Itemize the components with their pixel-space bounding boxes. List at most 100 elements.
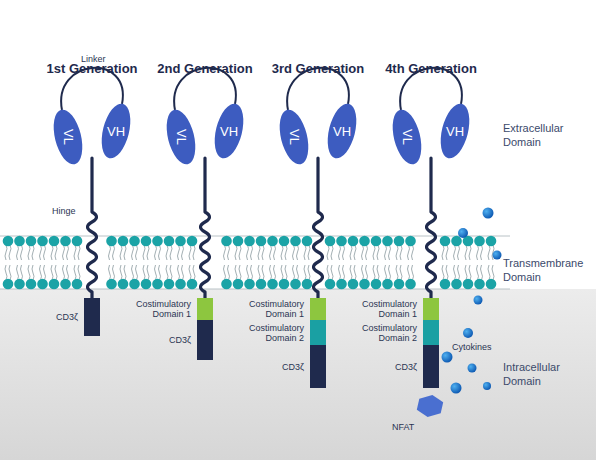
box-fill (310, 320, 326, 345)
lipid-head (474, 236, 485, 247)
box-fill (423, 345, 439, 388)
lipid-tail (362, 265, 368, 280)
lipid-tail (465, 245, 471, 260)
lipid-head (72, 236, 83, 247)
lipid-tail (258, 245, 264, 260)
domain-label: VH (220, 124, 238, 139)
hinge-stalk (88, 158, 97, 299)
oval-outline (436, 101, 475, 162)
lipid-tail (396, 265, 402, 280)
lipid-head (302, 279, 313, 290)
region-label: Intracellular Domain (503, 360, 593, 389)
signaling-domain-box: Costimulatory Domain 1 (310, 298, 326, 320)
signaling-domain-box: Costimulatory Domain 1 (423, 298, 439, 320)
signaling-domain-box: CD3ζ (84, 298, 100, 336)
lipid-head (336, 279, 347, 290)
lipid-tail (247, 245, 253, 260)
lipid-tail (304, 245, 310, 260)
lipid-head (359, 236, 370, 247)
hinge-stalks (88, 158, 436, 299)
lipid-head (279, 236, 290, 247)
lipid-head (486, 279, 497, 290)
lipid-head (486, 236, 497, 247)
lipid-tail (51, 265, 57, 280)
signaling-domain-box: Costimulatory Domain 1 (197, 298, 213, 320)
lipid-tail (270, 245, 276, 260)
lipid-tail (51, 245, 57, 260)
lipid-tail (304, 265, 310, 280)
cytokine-dot (463, 328, 473, 338)
lipid-tail (350, 245, 356, 260)
lipid-head (187, 236, 198, 247)
lipid-head (233, 236, 244, 247)
lipid-head (382, 236, 393, 247)
domain-name: Costimulatory Domain 2 (234, 322, 304, 343)
lipid-head (141, 236, 152, 247)
lipid-head (175, 279, 186, 290)
lipid-head (49, 236, 60, 247)
lipid-tail (442, 245, 448, 260)
lipid-tail (385, 265, 391, 280)
lipid-tail (373, 245, 379, 260)
lipid-tail (189, 265, 195, 280)
lipid-head (267, 236, 278, 247)
edge-label: Linker (80, 54, 107, 64)
lipid-tail (120, 265, 126, 280)
lipid-tail (396, 245, 402, 260)
lipid-head (14, 236, 25, 247)
lipid-tail (373, 265, 379, 280)
lipid-tail (166, 245, 172, 260)
domain-label: VL (400, 129, 415, 145)
domain-name: CD3ζ (8, 312, 78, 322)
lipid-tail (362, 245, 368, 260)
lipid-head (256, 236, 267, 247)
lipid-head (451, 279, 462, 290)
lipid-tail (224, 245, 230, 260)
lipid-head (290, 279, 301, 290)
region-label: Transmembrane Domain (503, 256, 593, 285)
lipid-tail (143, 265, 149, 280)
signaling-domain-box: CD3ζ (197, 320, 213, 360)
lipid-tail (408, 265, 414, 280)
lipid-head (451, 236, 462, 247)
region-label: Extracellular Domain (503, 121, 593, 150)
domain-name: CD3ζ (121, 335, 191, 345)
lipid-head (164, 279, 175, 290)
domain-name: CD3ζ (347, 361, 417, 371)
oval-outline (210, 101, 249, 162)
region-label: Cytokines (452, 342, 512, 354)
lipid-head (290, 236, 301, 247)
lipid-tail (454, 245, 460, 260)
lipid-tail (270, 265, 276, 280)
lipid-head (164, 236, 175, 247)
domain-name: NFAT (392, 422, 414, 432)
domain-name: Costimulatory Domain 2 (347, 322, 417, 343)
box-fill (197, 298, 213, 320)
node-shape (423, 345, 439, 388)
scfv-domain: VH (439, 100, 471, 162)
lipid-head (152, 279, 163, 290)
lipid-head (244, 279, 255, 290)
node-shape (310, 345, 326, 388)
lipid-head (233, 279, 244, 290)
lipid-tail (258, 265, 264, 280)
cytokine-dots (442, 208, 502, 394)
lipid-head (336, 236, 347, 247)
box-fill (310, 345, 326, 388)
box-fill (310, 298, 326, 320)
lipid-head (118, 279, 129, 290)
lipid-tail (40, 265, 46, 280)
lipid-head (440, 236, 451, 247)
lipid-head (26, 236, 37, 247)
lipid-tail (281, 245, 287, 260)
oval-outline (388, 107, 427, 168)
lipid-head (394, 236, 405, 247)
lipid-tail (454, 265, 460, 280)
lipid-tail (442, 265, 448, 280)
hinge-stalk (201, 158, 210, 299)
lipid-tail (339, 265, 345, 280)
oval-outline (97, 101, 136, 162)
generation-title: 3rd Generation (262, 61, 374, 78)
lipid-head (3, 279, 14, 290)
scfv-domain: VH (213, 100, 245, 162)
